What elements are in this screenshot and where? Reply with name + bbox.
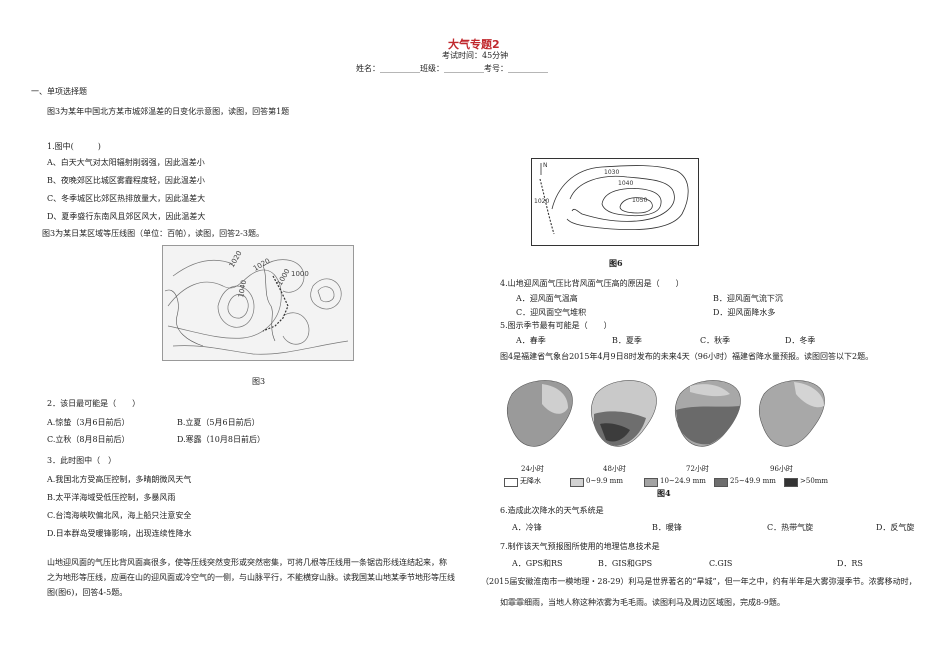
q2-option-b: B.立夏（5月6日前后） [177,418,260,427]
legend-label: 10~24.9 mm [660,477,706,485]
legend-swatch [714,478,728,487]
passage-line: 图(图6)，回答4-5题。 [47,588,128,597]
map-label-96h: 96小时 [770,465,793,473]
isobar-label: 1000 [276,268,292,287]
intro-q6-7: 图4是福建省气象台2015年4月9日8时发布的未来4天（96小时）福建省降水量预… [500,352,874,361]
q7-stem: 7.制作该天气预报图所使用的地理信息技术是 [500,542,660,551]
q2-option-a: A.惊蛰（3月6日前后） [47,418,130,427]
figure-3-caption: 图3 [252,377,266,386]
legend-swatch [570,478,584,487]
q3-option-c: C.台湾海峡吹偏北风，海上船只注意安全 [47,511,192,520]
legend-swatch [644,478,658,487]
page-title: 大气专题2 [448,38,500,51]
isobar-label: 1000 [291,270,309,278]
q7-option-b: B．GIS和GPS [598,559,653,568]
figure-4-caption: 图4 [657,488,671,498]
intro-q1: 图3为某年中国北方某市城郊温差的日变化示意图，读图，回答第1题 [47,107,290,116]
q5-stem: 5.图示季节最有可能是（ ） [500,321,612,330]
q6-stem: 6.造成此次降水的天气系统是 [500,506,604,515]
student-info-line: 姓名：__________班级：__________考号：__________ [356,64,548,73]
passage-line: 如霏霏细雨，当地人称这种浓雾为毛毛雨。读图利马及周边区域图，完成8-9题。 [500,598,785,607]
legend-swatch [784,478,798,487]
section-heading: 一、单项选择题 [31,87,87,96]
isobar-label: 1050 [632,197,647,204]
q3-option-b: B.太平洋海域受低压控制，多暴风雨 [47,493,176,502]
q7-option-d: D．RS [837,559,863,568]
q2-stem: 2．该日最可能是（ ） [47,399,141,408]
intro-q2-3: 图3为某日某区域等压线图（单位：百帕），读图，回答2-3题。 [42,229,264,238]
q4-option-a: A．迎风面气温高 [516,294,578,303]
figure-6-caption: 图6 [609,258,623,268]
q3-stem: 3．此时图中（ ） [47,456,117,465]
legend-label: >50mm [800,477,829,485]
isobar-label: 1020 [534,198,549,205]
isobar-label: 1040 [237,279,248,298]
figure-6-terrain-isobar: N 1030 1040 1050 1020 [531,158,699,246]
legend-label: 无降水 [520,477,541,485]
q2-option-c: C.立秋（8月8日前后） [47,435,130,444]
legend-label: 0~9.9 mm [586,477,623,485]
figure-3-isobar-map: 1020 1020 1040 1000 1000 [162,245,354,361]
north-indicator: N [543,162,548,169]
isobar-label: 1020 [228,250,244,269]
q6-option-a: A．冷锋 [512,523,542,532]
q6-option-d: D．反气旋 [876,523,915,532]
q6-option-b: B．暖锋 [652,523,682,532]
isobar-label: 1030 [604,169,619,176]
q1-stem: 1.图中( ) [47,142,101,151]
legend-label: 25~49.9 mm [730,477,776,485]
q1-option-a: A、白天大气对太阳辐射削弱强，因此温差小 [47,158,205,167]
q3-option-a: A.我国北方受高压控制，多晴朗微风天气 [47,475,192,484]
map-label-72h: 72小时 [686,465,709,473]
legend-swatch [504,478,518,487]
exam-time: 考试时间：45分钟 [442,51,509,60]
q5-option-d: D．冬季 [785,336,816,345]
q4-stem: 4.山地迎风面气压比背风面气压高的原因是（ ） [500,279,684,288]
q5-option-b: B．夏季 [612,336,642,345]
q6-option-c: C．热带气旋 [767,523,814,532]
q5-option-a: A．春季 [516,336,546,345]
passage-line: 山地迎风面的气压比背风面高很多，使等压线突然变形或突然密集，可将几根等压线用一条… [47,558,447,567]
q7-option-a: A．GPS和RS [512,559,563,568]
q1-option-b: B、夜晚郊区比城区雾霾程度轻，因此温差小 [47,176,205,185]
q3-option-d: D.日本群岛受暖锋影响，出现连续性降水 [47,529,192,538]
passage-line: 之为地形等压线，应画在山的迎风面或冷空气的一侧，与山脉平行，不能横穿山脉。读我国… [47,573,455,582]
q2-option-d: D.寒露（10月8日前后） [177,435,265,444]
q4-option-b: B．迎风面气流下沉 [713,294,783,303]
q1-option-c: C、冬季城区比郊区热排放量大，因此温差大 [47,194,206,203]
q5-option-c: C．秋季 [700,336,731,345]
map-label-48h: 48小时 [603,465,626,473]
map-label-24h: 24小时 [521,465,544,473]
q1-option-d: D、夏季盛行东南风且郊区风大，因此温差大 [47,212,206,221]
isobar-label: 1040 [618,180,633,187]
q7-option-c: C.GIS [709,559,733,568]
passage-line: （2015届安徽淮南市一模地理・28-29）利马是世界著名的“旱城”，但一年之中… [481,577,917,586]
figure-4-precipitation-maps [498,370,830,468]
q4-option-d: D．迎风面降水多 [713,308,776,317]
q4-option-c: C．迎风面空气堆积 [516,308,587,317]
precipitation-legend: 无降水 0~9.9 mm 10~24.9 mm 25~49.9 mm >50mm [504,476,834,488]
